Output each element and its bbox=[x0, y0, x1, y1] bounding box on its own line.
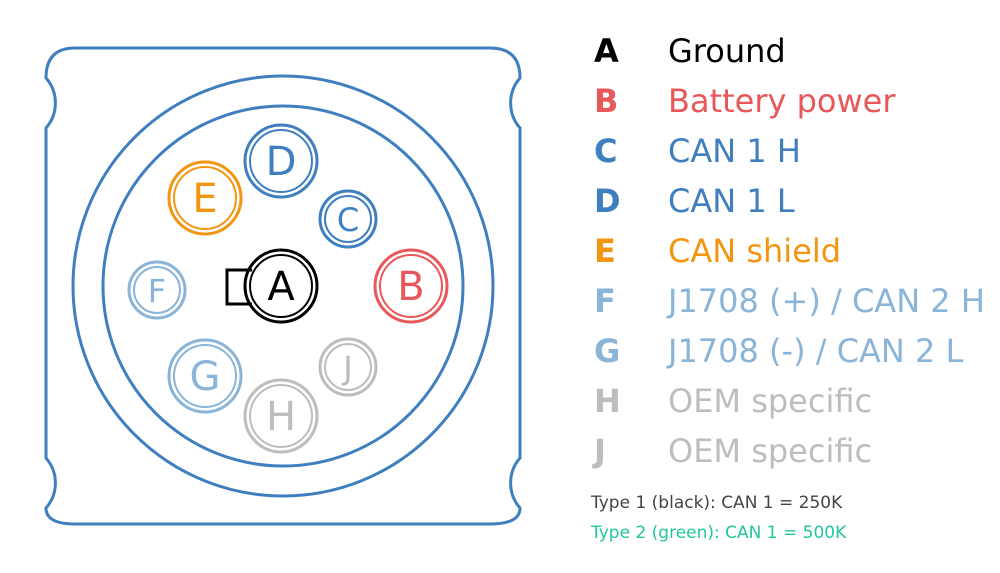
pin-d-label: D bbox=[266, 139, 297, 185]
pin-b: B bbox=[373, 248, 449, 324]
pin-f: F bbox=[127, 260, 187, 320]
legend-description: CAN 1 H bbox=[668, 132, 801, 170]
pin-d-inner-ring bbox=[249, 129, 313, 193]
pin-j-inner-ring bbox=[324, 343, 372, 391]
pin-f-inner-ring bbox=[133, 266, 181, 314]
pin-c: C bbox=[318, 189, 378, 249]
pin-e: E bbox=[167, 160, 243, 236]
pin-j-label: J bbox=[341, 349, 352, 387]
pin-c-inner-ring bbox=[324, 195, 372, 243]
legend-row-g: G J1708 (-) / CAN 2 L bbox=[594, 326, 985, 376]
pin-e-inner-ring bbox=[173, 166, 237, 230]
connector-inner-ring bbox=[101, 104, 465, 468]
legend-letter: E bbox=[594, 232, 616, 270]
legend-letter: C bbox=[594, 132, 618, 170]
pin-c-label: C bbox=[337, 201, 359, 239]
pin-j: J bbox=[318, 337, 378, 397]
pin-a: A bbox=[243, 248, 319, 324]
legend-description: OEM specific bbox=[668, 382, 873, 420]
pin-c-outer-ring bbox=[318, 189, 378, 249]
pin-g-label: G bbox=[190, 354, 221, 400]
legend-row-a: A Ground bbox=[594, 26, 985, 76]
legend-description: Battery power bbox=[668, 82, 896, 120]
pin-e-outer-ring bbox=[167, 160, 243, 236]
connector-outer-ring bbox=[71, 74, 495, 498]
legend-row-j: J OEM specific bbox=[594, 426, 985, 476]
pin-g: G bbox=[167, 338, 243, 414]
legend-description: OEM specific bbox=[668, 432, 873, 470]
pin-h: H bbox=[243, 378, 319, 454]
legend-row-c: C CAN 1 H bbox=[594, 126, 985, 176]
pin-a-outer-ring bbox=[243, 248, 319, 324]
legend-row-h: H OEM specific bbox=[594, 376, 985, 426]
legend-row-b: B Battery power bbox=[594, 76, 985, 126]
pin-e-label: E bbox=[192, 176, 217, 222]
legend-letter: F bbox=[594, 282, 616, 320]
legend-description: J1708 (-) / CAN 2 L bbox=[668, 332, 964, 370]
legend-letter: D bbox=[594, 182, 621, 220]
legend-letter: B bbox=[594, 82, 619, 120]
legend-letter: H bbox=[594, 382, 621, 420]
pin-j-outer-ring bbox=[318, 337, 378, 397]
pin-b-label: B bbox=[397, 264, 424, 310]
pin-legend: A Ground B Battery power C CAN 1 H D CAN… bbox=[594, 26, 985, 476]
pin-h-inner-ring bbox=[249, 384, 313, 448]
legend-letter: G bbox=[594, 332, 621, 370]
pin-g-inner-ring bbox=[173, 344, 237, 408]
pin-a-inner-ring bbox=[249, 254, 313, 318]
pin-h-label: H bbox=[266, 394, 296, 440]
legend-description: CAN 1 L bbox=[668, 182, 795, 220]
pin-g-outer-ring bbox=[167, 338, 243, 414]
pin-f-label: F bbox=[148, 272, 166, 310]
pin-b-outer-ring bbox=[373, 248, 449, 324]
legend-row-e: E CAN shield bbox=[594, 226, 985, 276]
legend-description: J1708 (+) / CAN 2 H bbox=[668, 282, 985, 320]
pin-a-key-tab bbox=[225, 268, 252, 306]
pin-b-inner-ring bbox=[379, 254, 443, 318]
connector-housing bbox=[44, 46, 522, 526]
legend-description: CAN shield bbox=[668, 232, 842, 270]
legend-letter: J bbox=[594, 432, 606, 470]
legend-row-f: F J1708 (+) / CAN 2 H bbox=[594, 276, 985, 326]
legend-letter: A bbox=[594, 32, 619, 70]
type-notes: Type 1 (black): CAN 1 = 250K Type 2 (gre… bbox=[591, 488, 846, 548]
type-2-note: Type 2 (green): CAN 1 = 500K bbox=[591, 523, 847, 543]
pin-d-outer-ring bbox=[243, 123, 319, 199]
legend-description: Ground bbox=[668, 32, 786, 70]
pin-a-label: A bbox=[267, 264, 295, 310]
pin-f-outer-ring bbox=[127, 260, 187, 320]
pin-h-outer-ring bbox=[243, 378, 319, 454]
pin-d: D bbox=[243, 123, 319, 199]
legend-row-d: D CAN 1 L bbox=[594, 176, 985, 226]
type-1-note: Type 1 (black): CAN 1 = 250K bbox=[591, 493, 843, 513]
connector-diagram: A B C D E F G H J bbox=[44, 46, 522, 526]
